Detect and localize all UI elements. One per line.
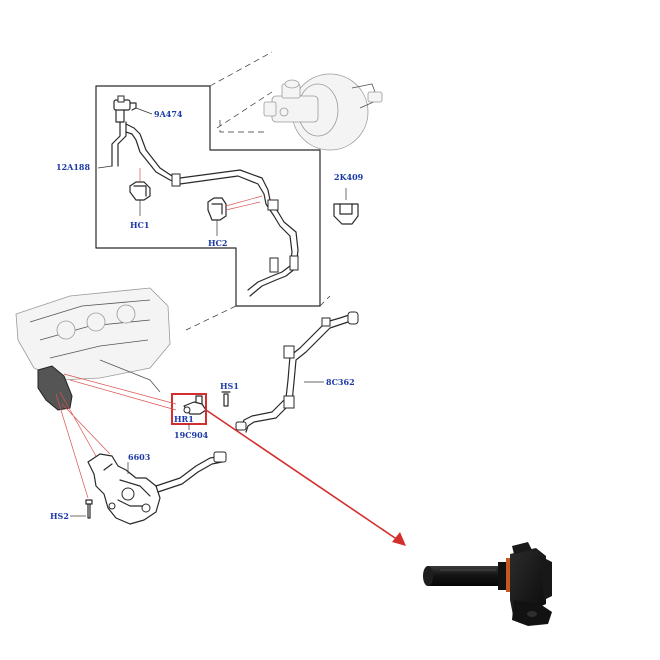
bolt-hs1[interactable]: HS1 (220, 381, 239, 407)
grommet-2k409[interactable]: 2K409 (333, 172, 364, 225)
brake-booster-illustration (263, 73, 383, 151)
clip-hc1[interactable]: HC1 (129, 168, 151, 230)
label-6603: 6603 (128, 452, 151, 462)
label-hs1: HS1 (220, 381, 239, 391)
label-hs2: HS2 (50, 511, 69, 521)
label-9a474: 9A474 (154, 109, 183, 119)
camshaft-sensor-photo (423, 542, 552, 626)
oil-pump-6603[interactable]: 6603 (59, 391, 227, 525)
callout-arrow (205, 409, 406, 546)
oil-tube-8c362[interactable]: 8C362 (235, 311, 359, 433)
label-19c904: 19C904 (174, 430, 209, 440)
bracket-9a474[interactable]: 9A474 (113, 95, 183, 123)
upper-detail-panel (95, 51, 331, 331)
sensor-assembly-19c904[interactable]: HR1 19C904 (63, 373, 209, 440)
clip-hc2[interactable]: HC2 (207, 195, 263, 248)
engine-block-illustration (15, 287, 171, 411)
label-hr1: HR1 (174, 414, 194, 424)
label-hc2: HC2 (208, 238, 228, 248)
label-hc1: HC1 (130, 220, 150, 230)
vacuum-hose-12a188[interactable]: 12A188 (56, 121, 299, 297)
label-12a188: 12A188 (56, 162, 90, 172)
label-8c362: 8C362 (326, 377, 355, 387)
label-2k409: 2K409 (334, 172, 364, 182)
bolt-hs2[interactable]: HS2 (50, 393, 93, 521)
